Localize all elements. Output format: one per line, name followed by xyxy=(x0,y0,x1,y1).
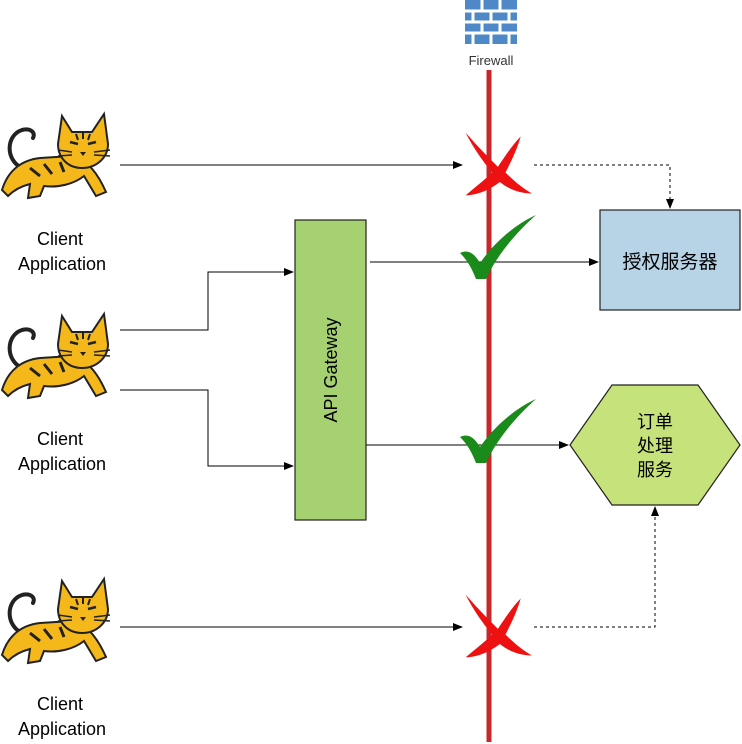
tomcat-icon xyxy=(0,577,112,665)
client-3-label-line1: Client xyxy=(37,694,83,714)
order-service-label-line2: 处理 xyxy=(637,436,673,456)
client-3: Client Application xyxy=(0,577,112,739)
client-2: Client Application xyxy=(0,312,112,474)
arrow-client2-to-gateway-top xyxy=(120,268,294,331)
firewall-icon xyxy=(465,0,517,44)
order-service-label-line1: 订单 xyxy=(637,412,673,432)
tomcat-icon xyxy=(0,112,112,200)
order-service: 订单 处理 服务 xyxy=(569,384,741,506)
client-2-label-line2: Application xyxy=(18,454,106,474)
client-1-label-line2: Application xyxy=(18,254,106,274)
arrow-client2-to-gateway-bottom xyxy=(120,389,294,470)
firewall-label: Firewall xyxy=(469,53,514,68)
auth-server: 授权服务器 xyxy=(599,209,741,311)
client-1: Client Application xyxy=(0,112,112,274)
allowed-check-icon-1 xyxy=(460,215,536,279)
tomcat-icon xyxy=(0,312,112,400)
api-gateway: API Gateway xyxy=(294,219,367,521)
client-2-label-line1: Client xyxy=(37,429,83,449)
allowed-check-icon-2 xyxy=(460,399,536,463)
order-service-label-line3: 服务 xyxy=(637,460,673,480)
api-gateway-label: API Gateway xyxy=(321,317,341,422)
dashed-arrow-to-auth-server xyxy=(534,164,674,209)
client-1-label-line1: Client xyxy=(37,229,83,249)
blocked-cross-icon-2 xyxy=(465,594,533,658)
auth-server-label: 授权服务器 xyxy=(622,251,717,273)
blocked-cross-icon-1 xyxy=(465,132,533,196)
client-3-label-line2: Application xyxy=(18,719,106,739)
dashed-arrow-to-order-service xyxy=(534,506,659,628)
